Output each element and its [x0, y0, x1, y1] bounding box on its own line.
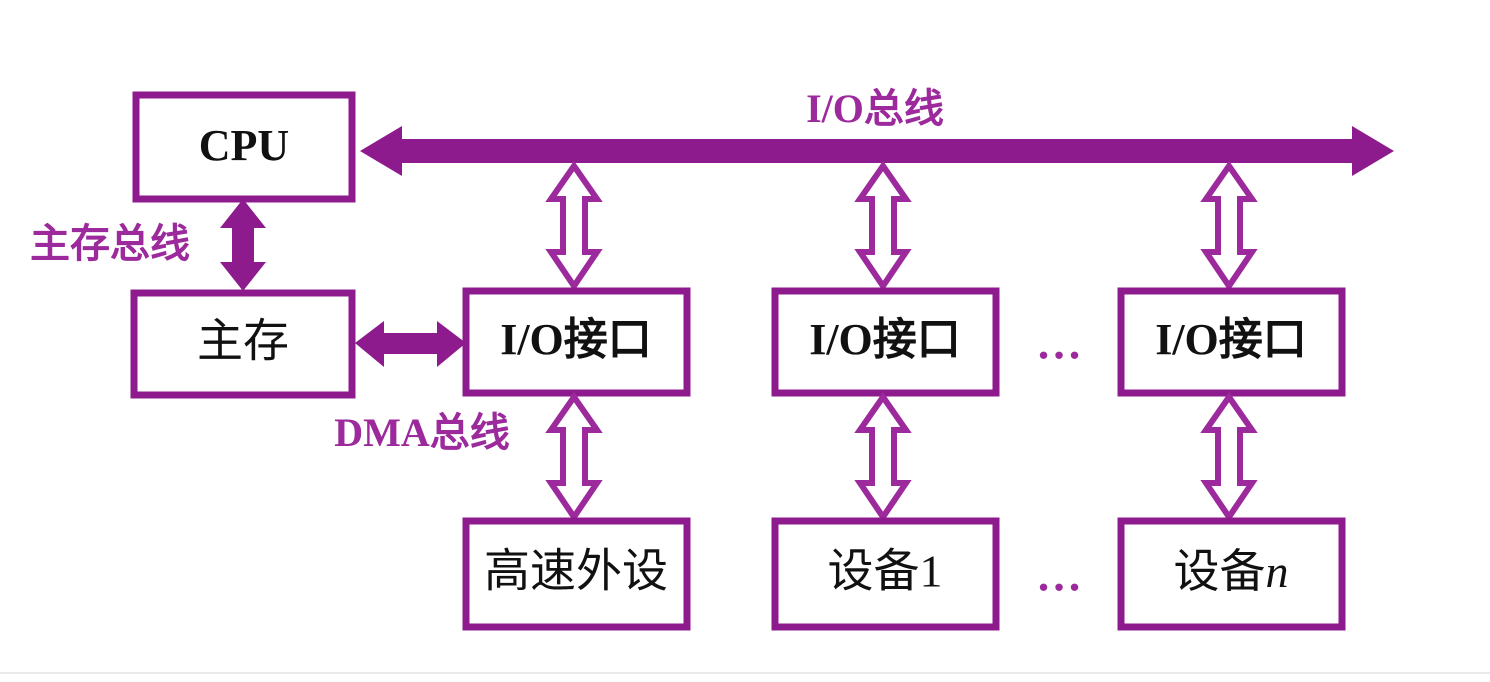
interface-row-ellipsis: …: [1036, 318, 1084, 369]
bus-to-interface-1-arrow: [545, 160, 603, 292]
device-n-label: 设备n: [1174, 546, 1289, 597]
main-memory-label: 主存: [197, 316, 289, 367]
io-interface-1-box[interactable]: I/O接口: [462, 287, 691, 397]
device-n-box[interactable]: 设备n: [1117, 517, 1346, 631]
device-n-prefix: 设备: [1174, 546, 1266, 597]
io-interface-2-label: I/O接口: [809, 315, 961, 364]
io-interface-n-box[interactable]: I/O接口: [1117, 287, 1346, 397]
dma-bus-label: DMA总线: [334, 410, 510, 455]
io-bus-label: I/O总线: [806, 86, 944, 131]
high-speed-device-label: 高速外设: [484, 546, 668, 597]
interface-2-to-device-arrow: [854, 391, 912, 523]
io-interface-1-label: I/O接口: [500, 315, 652, 364]
io-bus-arrow: [360, 126, 1394, 176]
device-1-label: 设备1: [828, 546, 943, 597]
bus-to-interface-n-arrow: [1200, 160, 1258, 292]
interface-n-to-device-arrow: [1200, 391, 1258, 523]
bus-to-interface-2-arrow: [854, 160, 912, 292]
io-interface-2-box[interactable]: I/O接口: [771, 287, 1000, 397]
interface-1-to-device-arrow: [545, 391, 603, 523]
device-row-ellipsis: …: [1036, 550, 1084, 601]
io-interface-n-label: I/O接口: [1155, 315, 1307, 364]
high-speed-device-box[interactable]: 高速外设: [462, 517, 691, 631]
cpu-label: CPU: [199, 121, 289, 170]
main-memory-bus-arrow: [220, 199, 266, 291]
device-1-box[interactable]: 设备1: [771, 517, 1000, 631]
footer-divider: [0, 672, 1490, 674]
device-n-suffix: n: [1266, 546, 1289, 597]
cpu-box[interactable]: CPU: [132, 91, 356, 203]
main-memory-box[interactable]: 主存: [130, 289, 356, 399]
dma-bus-arrow: [355, 321, 466, 367]
main-memory-bus-label: 主存总线: [30, 221, 190, 266]
